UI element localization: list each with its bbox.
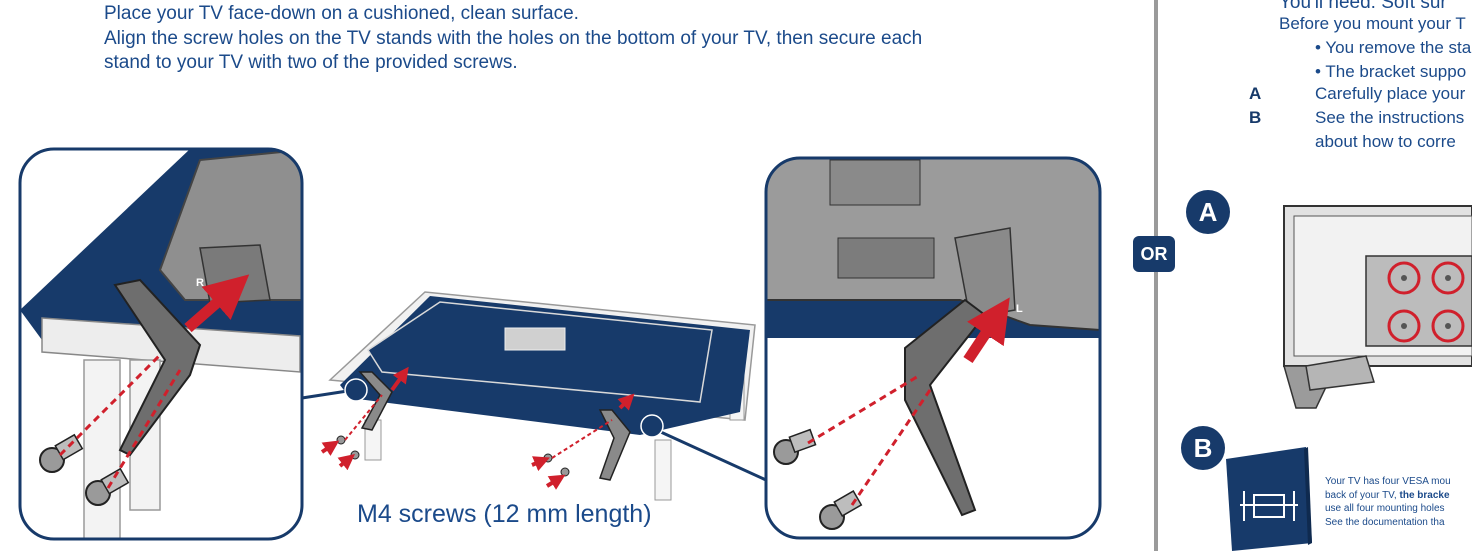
right-detail-panel bbox=[764, 156, 1102, 540]
stand-label-r: R bbox=[196, 277, 204, 289]
center-tv-illustration bbox=[301, 291, 767, 501]
vesa-note-line-2-prefix: back of your TV, bbox=[1325, 489, 1400, 501]
vesa-note: Your TV has four VESA mou back of your T… bbox=[1325, 475, 1451, 529]
bullet-remove-stands: • You remove the sta bbox=[1315, 38, 1472, 57]
instruction-line-2: Align the screw holes on the TV stands w… bbox=[104, 27, 923, 74]
stand-label-l: L bbox=[1016, 303, 1023, 315]
vesa-tv-illustration bbox=[1283, 205, 1472, 409]
vesa-note-line-2: back of your TV, the bracke bbox=[1325, 489, 1451, 503]
vesa-note-line-3: use all four mounting holes bbox=[1325, 503, 1445, 514]
step-b-text-continued: about how to corre bbox=[1315, 132, 1456, 151]
step-a-text: Carefully place your bbox=[1315, 84, 1466, 103]
left-detail-panel bbox=[18, 147, 304, 541]
step-a-letter: A bbox=[1249, 84, 1262, 103]
step-b-text: See the instructions bbox=[1315, 108, 1465, 127]
badge-b: B bbox=[1181, 426, 1225, 470]
or-badge: OR bbox=[1133, 236, 1175, 272]
bullet-bracket-support: • The bracket suppo bbox=[1315, 62, 1467, 81]
wall-mount-heading: You'll need: Soft sur bbox=[1279, 0, 1447, 13]
instruction-text: Place your TV face-down on a cushioned, … bbox=[104, 2, 944, 76]
vesa-note-line-1: Your TV has four VESA mou bbox=[1325, 476, 1451, 487]
badge-a: A bbox=[1186, 190, 1230, 234]
stand-installation-illustration: R bbox=[18, 147, 1102, 541]
column-divider bbox=[1154, 0, 1158, 551]
vesa-note-line-4: See the documentation tha bbox=[1325, 516, 1445, 528]
wall-mount-intro: Before you mount your T bbox=[1279, 14, 1466, 33]
wall-mount-booklet-icon bbox=[1226, 447, 1312, 551]
step-b-letter: B bbox=[1249, 108, 1262, 127]
screw-size-caption: M4 screws (12 mm length) bbox=[357, 500, 652, 528]
instruction-line-1: Place your TV face-down on a cushioned, … bbox=[104, 3, 579, 24]
vesa-note-line-2-bold: the bracke bbox=[1399, 489, 1450, 501]
